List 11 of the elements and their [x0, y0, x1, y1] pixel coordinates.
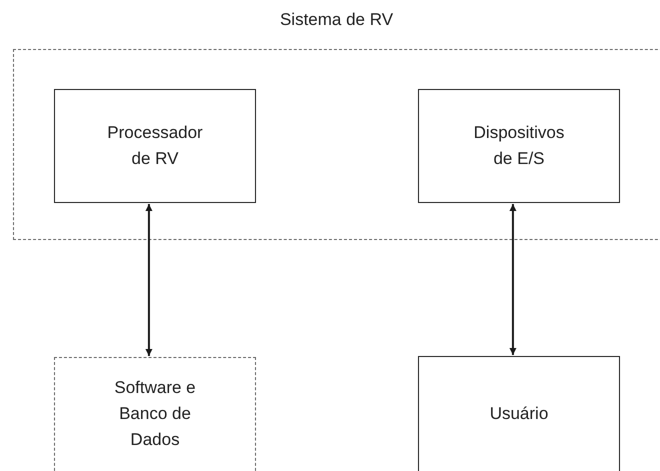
process-box — [418, 356, 620, 471]
double-arrow — [509, 204, 516, 355]
double-arrow — [145, 204, 152, 356]
box-label: Software e Banco de Dados — [113, 377, 197, 451]
group-title: Sistema de RV — [278, 9, 394, 31]
box-label: Usuário — [488, 402, 550, 424]
process-box — [54, 89, 256, 203]
process-box — [418, 89, 620, 203]
box-label: Dispositivos de E/S — [472, 122, 566, 170]
box-label: Processador de RV — [106, 122, 204, 170]
process-box — [54, 357, 256, 471]
